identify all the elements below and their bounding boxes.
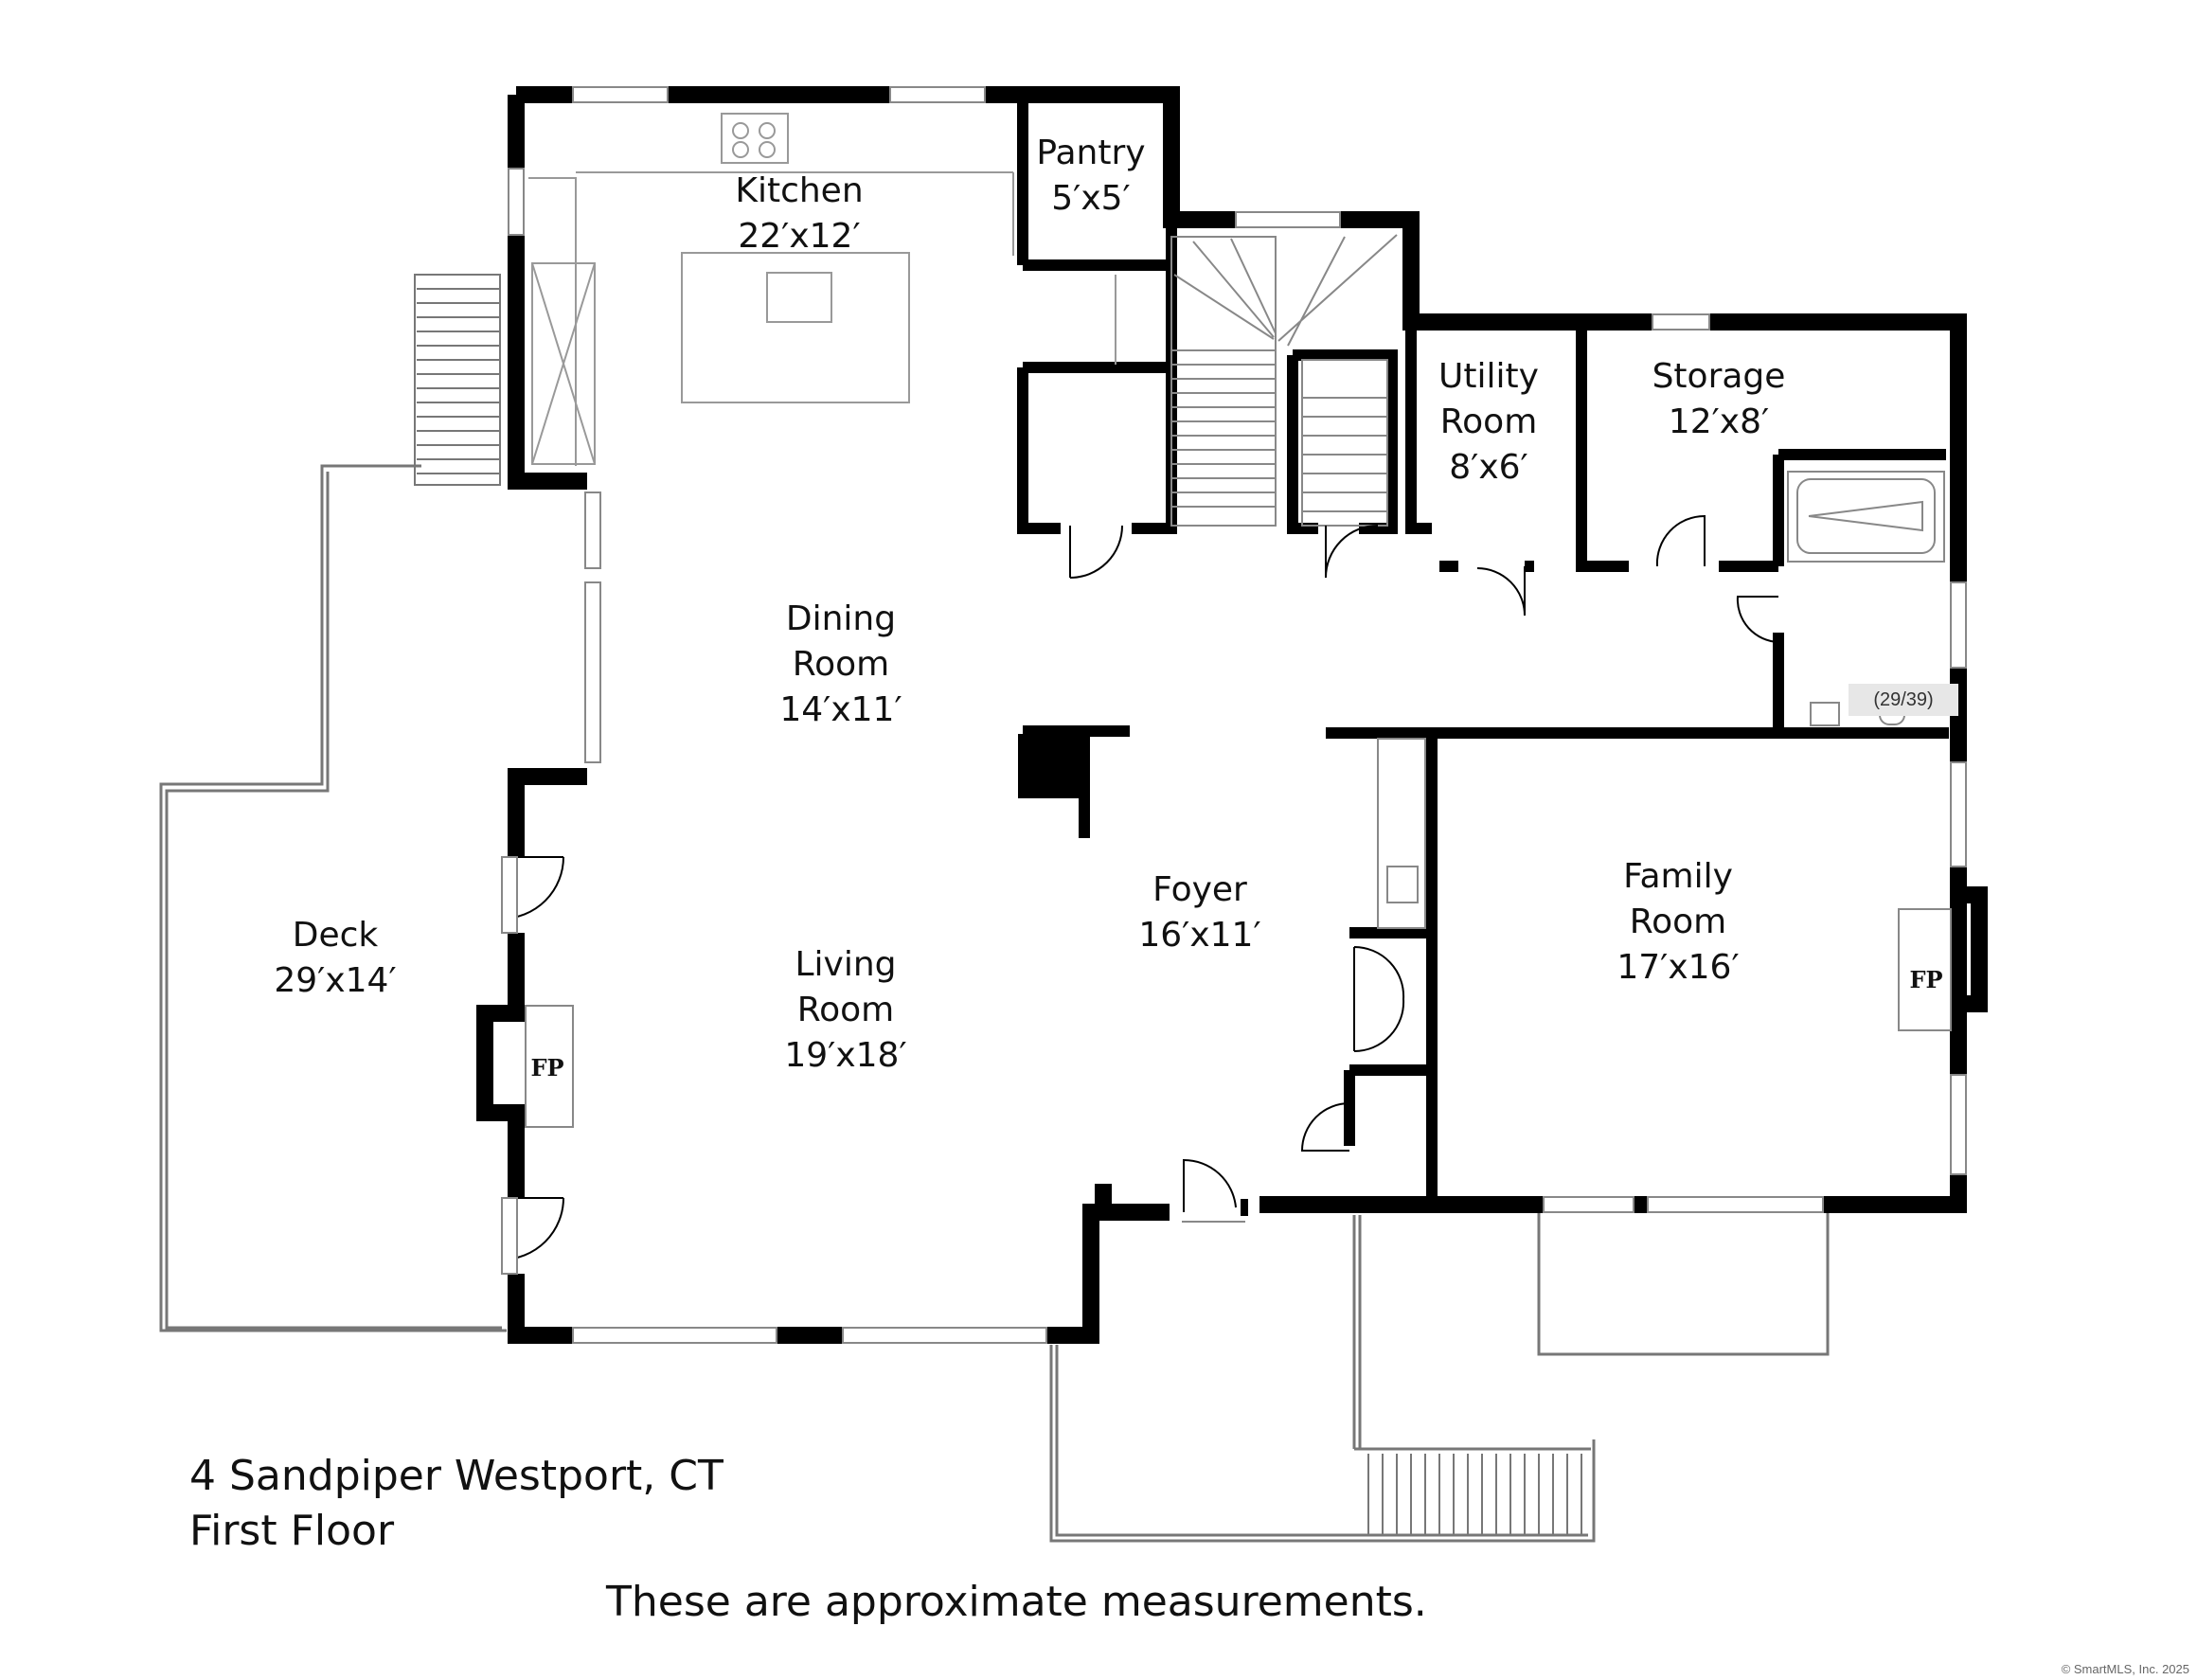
exterior-walls [476,86,1988,1344]
deck-size: 29′x14′ [274,961,397,1000]
family-size: 17′x16′ [1616,948,1740,987]
storage-name: Storage [1652,357,1786,396]
windows [508,86,1967,1344]
foyer-name: Foyer [1152,870,1247,909]
page-counter-badge: (29/39) [1849,684,1958,716]
fireplace-living: FP [530,1054,564,1081]
living-name: Living [795,945,897,984]
storage-size: 12′x8′ [1668,402,1770,441]
utility-name-line2: Room [1439,402,1538,441]
utility-label: Utility Room 8′x6′ [1438,354,1539,491]
kitchen-name: Kitchen [735,171,864,210]
address-caption: 4 Sandpiper Westport, CT [189,1452,723,1500]
front-porch [1049,1208,1830,1543]
family-label: Family Room 17′x16′ [1616,854,1739,991]
dining-size: 14′x11′ [779,690,902,729]
chimney-block [1018,734,1089,798]
interior-walls [1017,95,1949,1205]
pantry-label: Pantry 5′x5′ [1036,131,1145,222]
living-size: 19′x18′ [784,1036,907,1075]
deck-name: Deck [292,916,379,955]
pantry-size: 5′x5′ [1051,179,1131,218]
doors [501,514,1779,1275]
living-label: Living Room 19′x18′ [784,942,906,1079]
storage-label: Storage 12′x8′ [1652,354,1786,445]
main-staircase [1170,234,1398,527]
fireplace-outlines [525,908,1952,1128]
measurement-note: These are approximate measurements. [606,1578,1427,1626]
front-stairs [1367,1454,1582,1534]
kitchen-label: Kitchen 22′x12′ [735,169,863,259]
dining-name: Dining [785,599,897,638]
foyer-fixtures [1377,738,1426,929]
dining-label: Dining Room 14′x11′ [779,597,902,733]
foyer-label: Foyer 16′x11′ [1138,867,1260,958]
kitchen-size: 22′x12′ [738,217,861,256]
deck-label: Deck 29′x14′ [274,913,396,1004]
family-name: Family [1623,857,1733,896]
fireplace-family: FP [1909,966,1943,993]
utility-name: Utility [1438,357,1539,396]
floor-caption: First Floor [189,1507,395,1555]
living-name-line2: Room [796,991,895,1029]
dining-name-line2: Room [792,645,890,684]
kitchen-fixtures [528,113,1116,466]
deck-outline [159,464,507,1332]
family-name-line2: Room [1629,903,1727,941]
foyer-size: 16′x11′ [1138,916,1261,955]
pantry-name: Pantry [1036,134,1146,172]
copyright: © SmartMLS, Inc. 2025 [2061,1662,2189,1676]
utility-size: 8′x6′ [1449,448,1528,487]
deck-stairs [414,274,501,486]
